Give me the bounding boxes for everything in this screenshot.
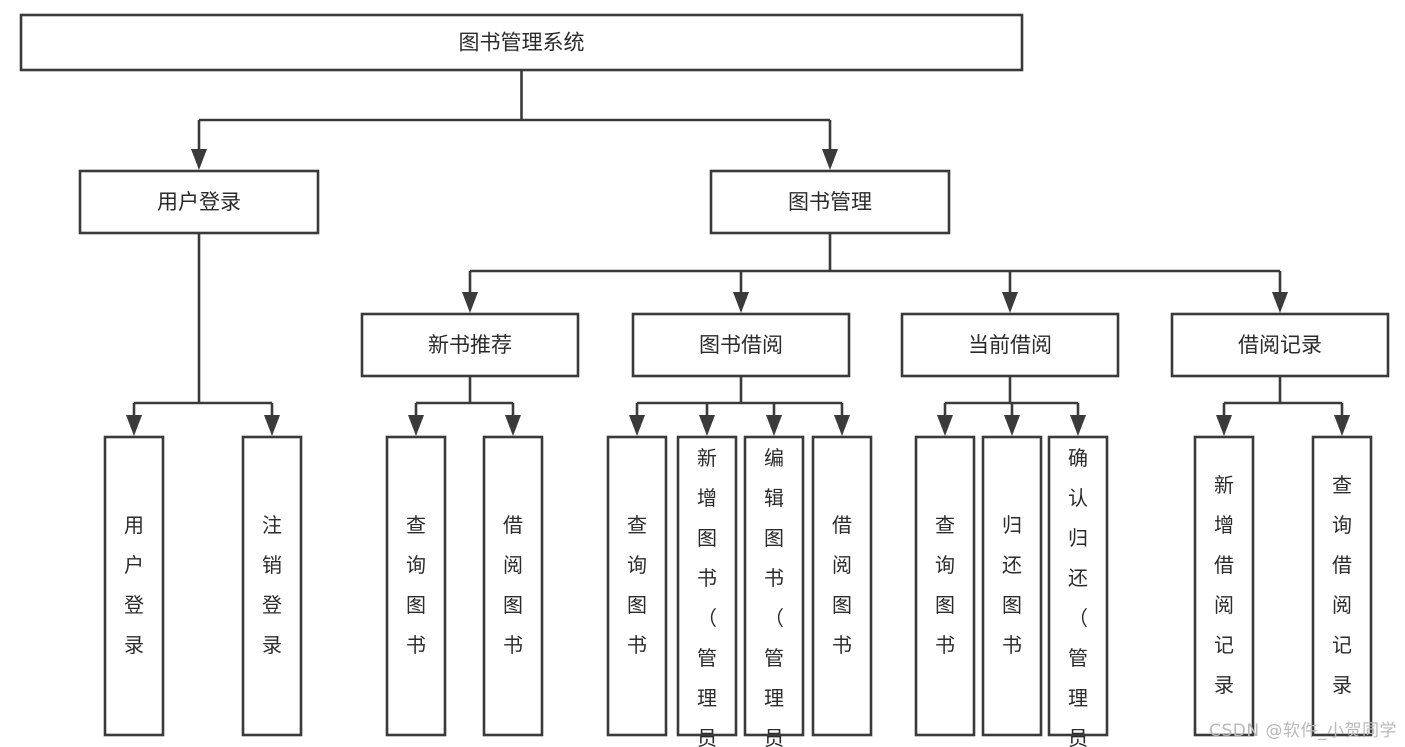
- node-label: 新书推荐: [428, 333, 512, 357]
- node-leaf-add-record[interactable]: 新增借阅记录: [1193, 435, 1255, 737]
- arrow-head: [1002, 292, 1018, 313]
- connector-group: [937, 376, 1086, 436]
- node-label: 查询图书: [935, 513, 955, 657]
- node-leaf-add-book[interactable]: 新增图书（管理员）: [676, 435, 738, 747]
- node-leaf-logout[interactable]: 注销登录: [241, 435, 303, 737]
- node-label: 新增借阅记录: [1214, 473, 1234, 697]
- node-box[interactable]: [811, 435, 873, 737]
- node-book-borrow[interactable]: 图书借阅: [631, 312, 851, 378]
- node-label: 编辑图书（管理员）: [764, 446, 784, 747]
- node-leaf-query-book-1[interactable]: 查询图书: [385, 435, 447, 737]
- node-box[interactable]: [385, 435, 447, 737]
- node-label: 确认归还（管理员）: [1068, 446, 1088, 747]
- node-label: 用户登录: [124, 513, 144, 657]
- node-label: 查询图书: [627, 513, 647, 657]
- arrow-head: [126, 415, 142, 436]
- node-label: 图书借阅: [699, 333, 783, 357]
- arrow-head: [462, 292, 478, 313]
- node-book-manage[interactable]: 图书管理: [709, 169, 951, 235]
- node-leaf-user-login[interactable]: 用户登录: [103, 435, 165, 737]
- node-label: 当前借阅: [968, 333, 1052, 357]
- arrow-head: [408, 415, 424, 436]
- node-box[interactable]: [1170, 312, 1390, 378]
- node-box[interactable]: [1311, 435, 1373, 737]
- node-current-borrow[interactable]: 当前借阅: [900, 312, 1120, 378]
- arrow-head: [1004, 415, 1020, 436]
- arrow-head: [937, 415, 953, 436]
- node-new-book-rec[interactable]: 新书推荐: [360, 312, 580, 378]
- node-box[interactable]: [360, 312, 580, 378]
- arrow-head: [629, 415, 645, 436]
- node-box[interactable]: [676, 435, 738, 737]
- node-label: 新增图书（管理员）: [697, 446, 717, 747]
- node-box[interactable]: [482, 435, 544, 737]
- node-box[interactable]: [241, 435, 303, 737]
- node-box[interactable]: [900, 312, 1120, 378]
- arrow-head: [1070, 415, 1086, 436]
- node-leaf-edit-book[interactable]: 编辑图书（管理员）: [743, 435, 805, 747]
- arrow-head: [699, 415, 715, 436]
- node-borrow-record[interactable]: 借阅记录: [1170, 312, 1390, 378]
- node-box[interactable]: [19, 13, 1024, 72]
- node-leaf-query-record[interactable]: 查询借阅记录: [1311, 435, 1373, 737]
- arrow-head: [733, 292, 749, 313]
- node-box[interactable]: [78, 169, 320, 235]
- node-leaf-confirm-return[interactable]: 确认归还（管理员）: [1047, 435, 1109, 747]
- node-label: 查询图书: [406, 513, 426, 657]
- arrow-head: [1334, 415, 1350, 436]
- node-box[interactable]: [103, 435, 165, 737]
- node-box[interactable]: [709, 169, 951, 235]
- connector-group: [126, 233, 280, 436]
- node-user-login[interactable]: 用户登录: [78, 169, 320, 235]
- node-box[interactable]: [606, 435, 668, 737]
- node-box[interactable]: [914, 435, 976, 737]
- node-layer: 图书管理系统用户登录图书管理新书推荐图书借阅当前借阅借阅记录用户登录注销登录查询…: [19, 13, 1390, 747]
- node-box[interactable]: [1047, 435, 1109, 737]
- node-leaf-query-book-2[interactable]: 查询图书: [606, 435, 668, 737]
- connector-group: [1216, 376, 1350, 436]
- arrow-head: [505, 415, 521, 436]
- node-box[interactable]: [1193, 435, 1255, 737]
- connector-group: [408, 376, 521, 436]
- connector-layer: [126, 70, 1350, 436]
- arrow-head: [1216, 415, 1232, 436]
- node-label: 借阅图书: [832, 513, 852, 657]
- node-label: 注销登录: [262, 513, 282, 657]
- arrow-head: [834, 415, 850, 436]
- node-box[interactable]: [631, 312, 851, 378]
- node-label: 用户登录: [157, 190, 241, 214]
- arrow-head: [264, 415, 280, 436]
- node-label: 归还图书: [1002, 513, 1022, 657]
- node-leaf-borrow-book-2[interactable]: 借阅图书: [811, 435, 873, 737]
- node-label: 借阅记录: [1238, 333, 1322, 357]
- connector-group: [629, 376, 850, 436]
- connector-group: [191, 70, 838, 170]
- arrow-head: [191, 149, 207, 170]
- node-leaf-query-book-3[interactable]: 查询图书: [914, 435, 976, 737]
- node-label: 图书管理: [788, 190, 872, 214]
- node-label: 借阅图书: [503, 513, 523, 657]
- node-leaf-return-book[interactable]: 归还图书: [981, 435, 1043, 737]
- node-box[interactable]: [981, 435, 1043, 737]
- arrow-head: [822, 149, 838, 170]
- connector-group: [462, 233, 1288, 313]
- node-label: 查询借阅记录: [1332, 473, 1352, 697]
- node-leaf-borrow-book-1[interactable]: 借阅图书: [482, 435, 544, 737]
- node-label: 图书管理系统: [459, 31, 585, 55]
- node-box[interactable]: [743, 435, 805, 737]
- arrow-head: [766, 415, 782, 436]
- node-root[interactable]: 图书管理系统: [19, 13, 1024, 72]
- arrow-head: [1272, 292, 1288, 313]
